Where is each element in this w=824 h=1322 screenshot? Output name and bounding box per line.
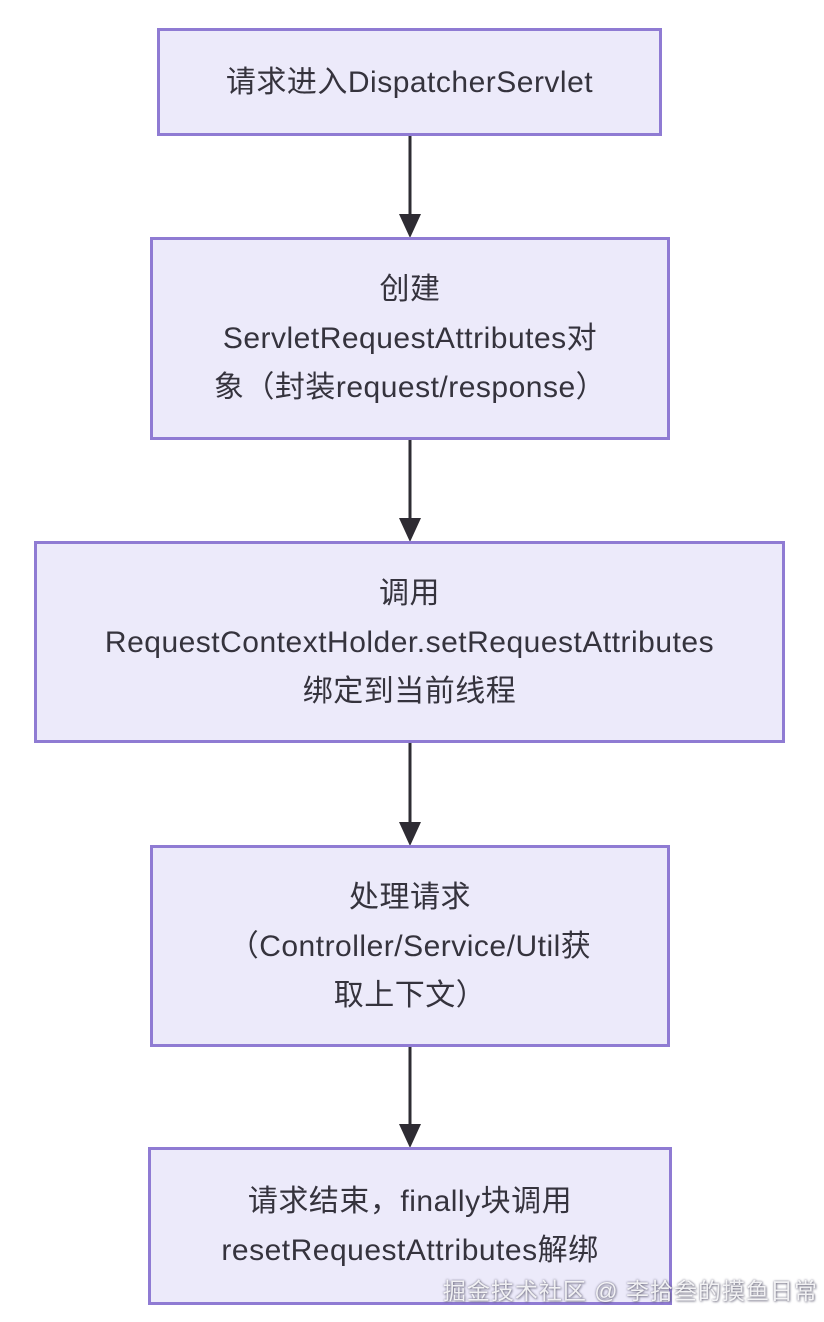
arrow-line — [408, 440, 412, 522]
watermark: 掘金技术社区 @ 李拾叁的摸鱼日常 — [442, 1278, 818, 1304]
flow-node-handle-request: 处理请求 （Controller/Service/Util获 取上下文） — [150, 845, 670, 1047]
arrow-line — [408, 136, 412, 218]
arrow-head-icon — [399, 1124, 421, 1148]
arrow-line — [408, 1047, 412, 1128]
flow-arrow — [399, 743, 421, 846]
flow-node-create-attributes: 创建 ServletRequestAttributes对 象（封装request… — [150, 237, 670, 440]
flow-arrow — [399, 136, 421, 238]
flow-node-label: 创建 ServletRequestAttributes对 象（封装request… — [213, 273, 607, 404]
flow-node-reset-attributes: 请求结束，finally块调用 resetRequestAttributes解绑 — [148, 1147, 672, 1305]
arrow-head-icon — [399, 518, 421, 542]
flow-node-label: 处理请求 （Controller/Service/Util获 取上下文） — [228, 880, 592, 1012]
flow-node-dispatcher-servlet: 请求进入DispatcherServlet — [157, 28, 662, 136]
flow-node-label: 调用 RequestContextHolder.setRequestAttrib… — [104, 576, 715, 708]
arrow-head-icon — [399, 214, 421, 238]
arrow-line — [408, 743, 412, 826]
flow-node-label: 请求进入DispatcherServlet — [225, 65, 594, 99]
flow-node-bind-thread: 调用 RequestContextHolder.setRequestAttrib… — [34, 541, 785, 743]
flow-arrow — [399, 1047, 421, 1148]
flow-node-label: 请求结束，finally块调用 resetRequestAttributes解绑 — [221, 1185, 599, 1267]
flow-arrow — [399, 440, 421, 542]
arrow-head-icon — [399, 822, 421, 846]
